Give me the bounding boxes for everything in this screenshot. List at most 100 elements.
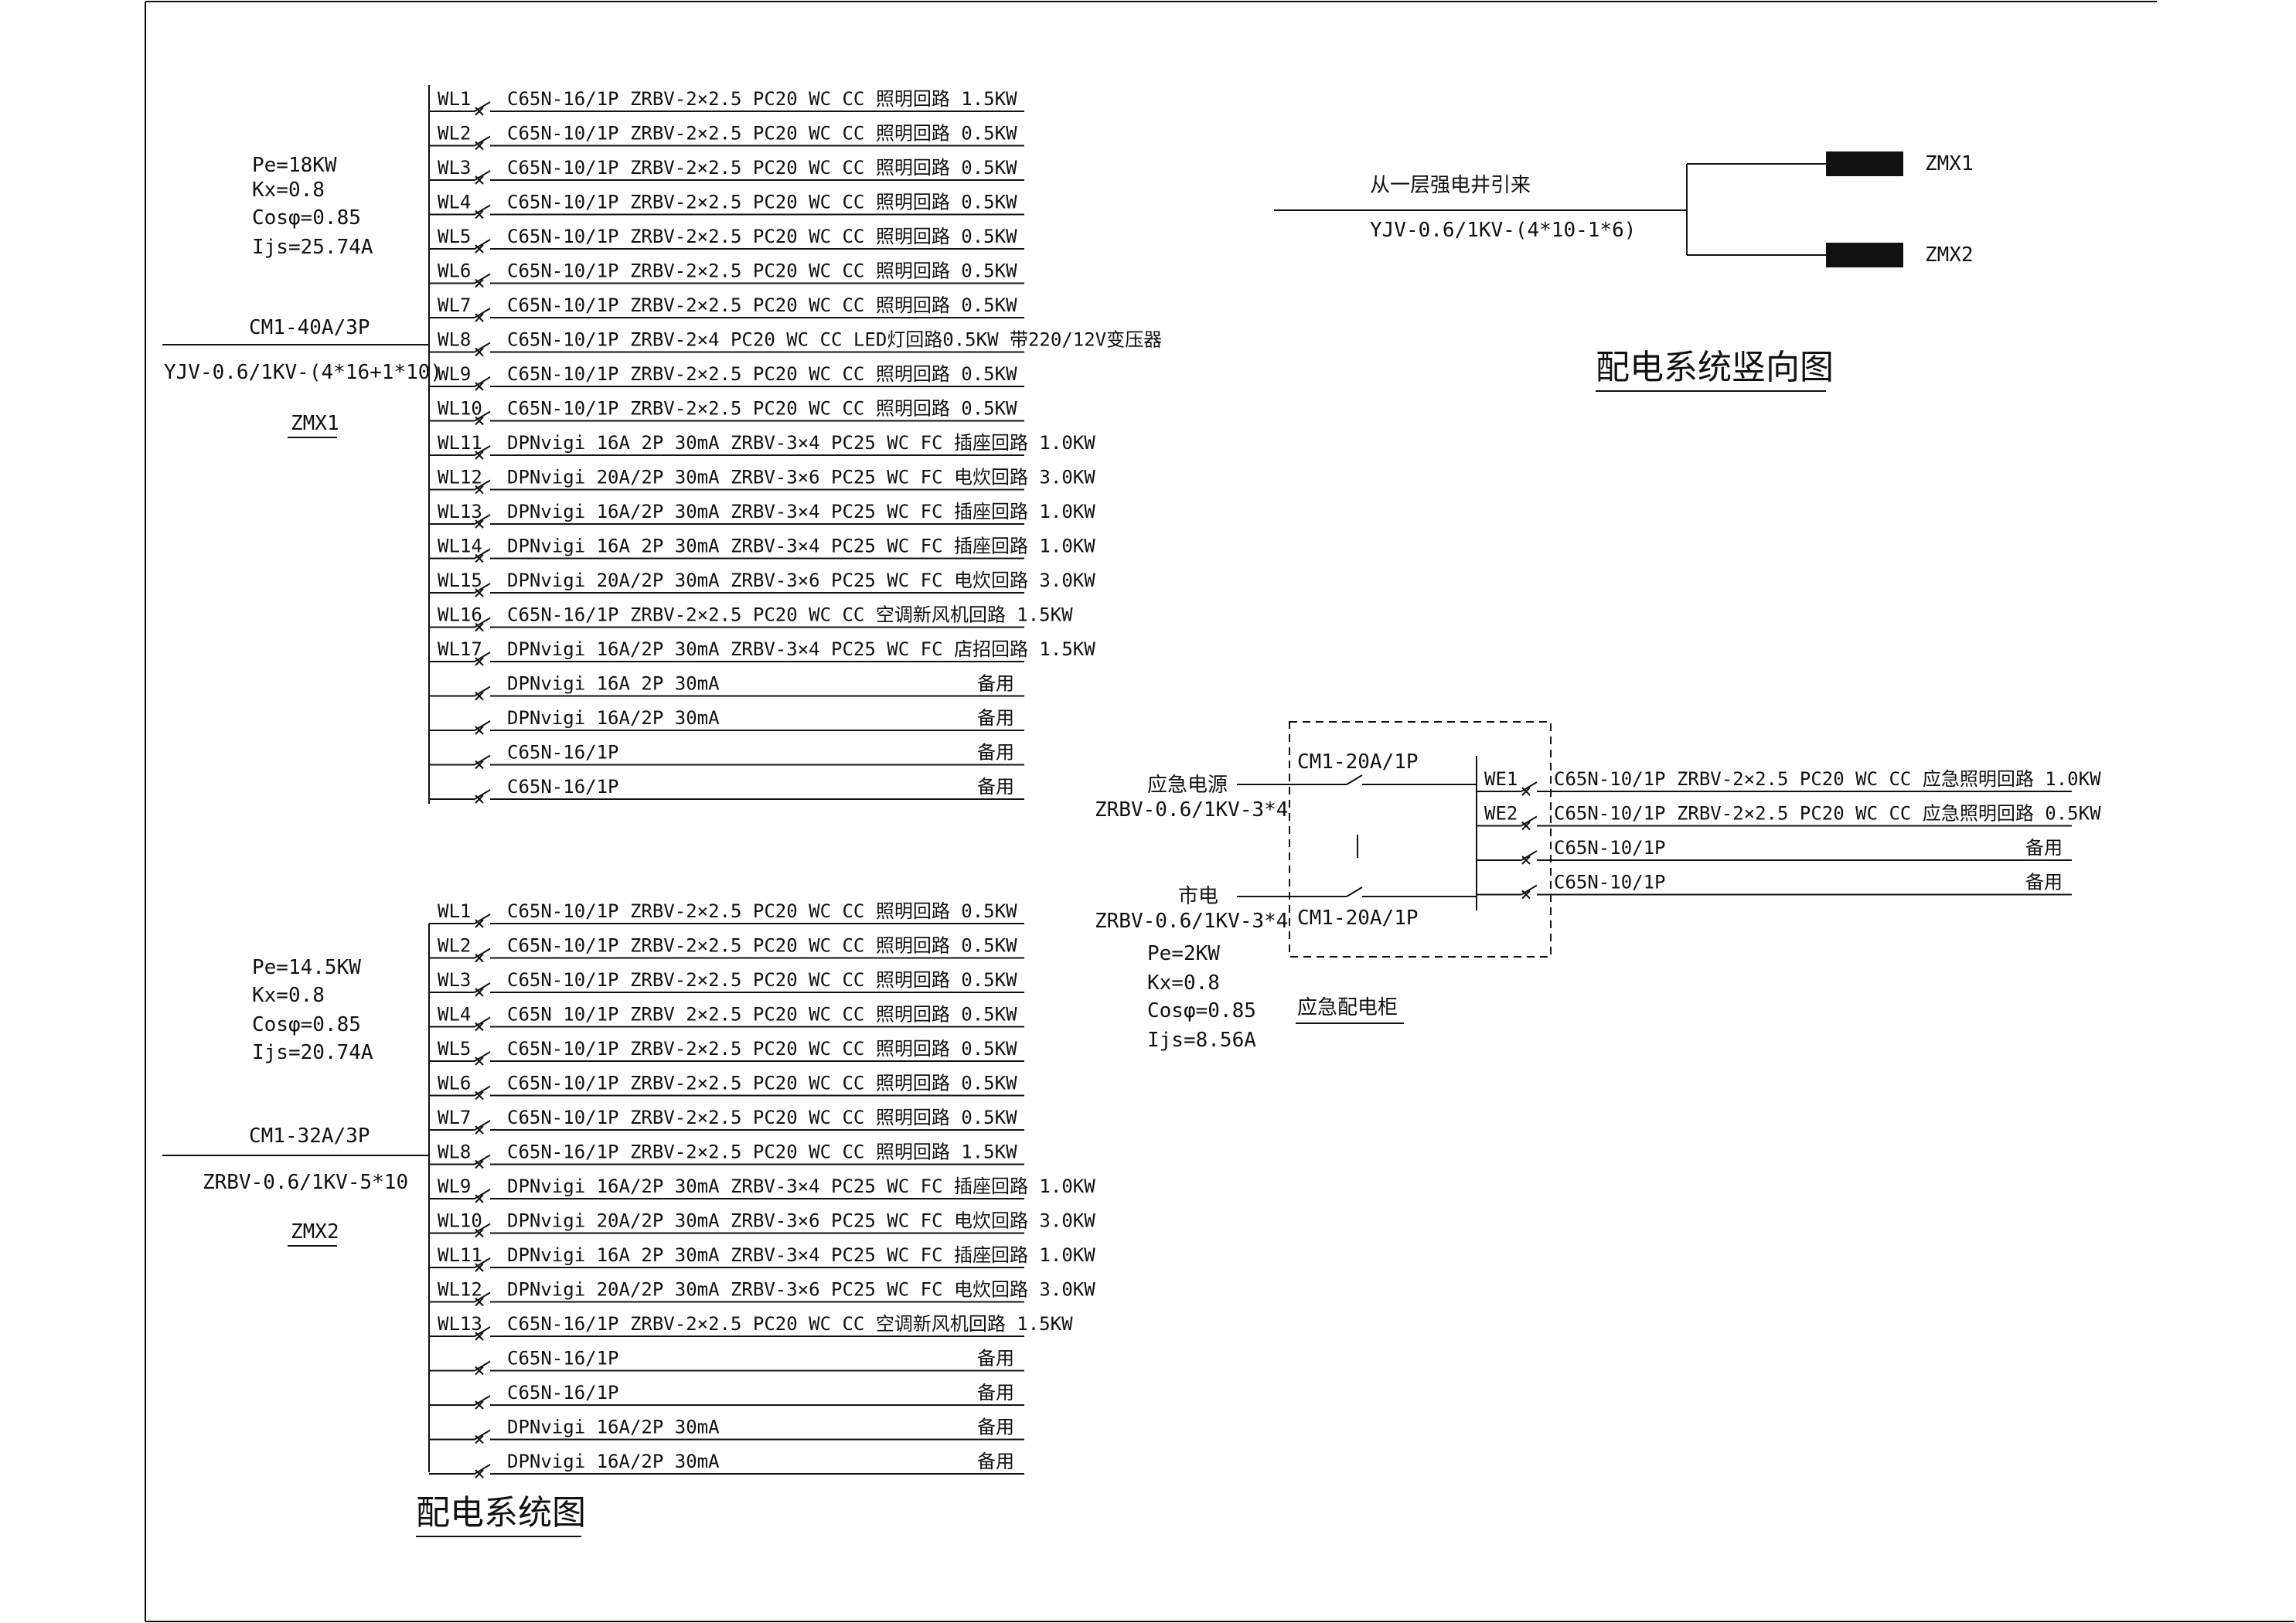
breaker-mark xyxy=(475,553,484,563)
mains-cable: ZRBV-0.6/1KV-3*4 xyxy=(1095,910,1288,933)
circuit-spec: C65N-16/1P ZRBV-2×2.5 PC20 WC CC 空调新风机回路… xyxy=(507,604,1073,626)
mains-label: 市电 xyxy=(1178,885,1218,908)
breaker-mark xyxy=(475,622,484,632)
breaker-mark xyxy=(475,519,484,529)
circuit-spec: C65N-10/1P ZRBV-2×2.5 PC20 WC CC 照明回路 0.… xyxy=(507,969,1017,991)
zmx1-kx: Kx=0.8 xyxy=(252,179,325,202)
circuit-spec: C65N-10/1P ZRBV-2×2.5 PC20 WC CC 照明回路 0.… xyxy=(507,1038,1017,1060)
circuit-spec: C65N-16/1P xyxy=(507,1382,619,1404)
circuit-spec: C65N-10/1P ZRBV-2×2.5 PC20 WC CC 照明回路 0.… xyxy=(507,398,1017,420)
switch-contact xyxy=(474,617,491,628)
switch-contact xyxy=(474,445,491,456)
mains-contact xyxy=(1346,886,1363,897)
breaker-mark xyxy=(475,244,484,253)
circuit-spec: C65N-10/1P ZRBV-2×2.5 PC20 WC CC 照明回路 0.… xyxy=(507,1073,1017,1094)
circuit-id: WL13 xyxy=(438,501,482,522)
emergency-source-label: 应急电源 xyxy=(1147,774,1228,797)
switch-contact xyxy=(474,342,491,353)
breaker-mark xyxy=(475,1469,484,1478)
switch-contact xyxy=(474,410,491,422)
circuit-spec: C65N-10/1P ZRBV-2×2.5 PC20 WC CC 照明回路 0.… xyxy=(507,192,1017,213)
circuit-row: WL9 C65N-10/1P ZRBV-2×2.5 PC20 WC CC 照明回路… xyxy=(429,363,1024,391)
circuit-spec: C65N-16/1P xyxy=(507,742,619,764)
breaker-mark xyxy=(475,485,484,495)
circuit-row: C65N-16/1P 备用 xyxy=(429,1348,1024,1376)
switch-contact xyxy=(474,170,491,181)
circuit-spec: DPNvigi 16A/2P 30mA xyxy=(507,1417,720,1438)
spare-label: 备用 xyxy=(977,1382,1014,1404)
breaker-mark xyxy=(475,313,484,322)
circuit-spec: C65N-10/1P ZRBV-2×2.5 PC20 WC CC 照明回路 0.… xyxy=(507,260,1017,282)
circuit-id: WL16 xyxy=(438,604,482,626)
zmx1-cable: YJV-0.6/1KV-(4*16+1*10) xyxy=(164,361,442,384)
spare-label: 备用 xyxy=(977,1348,1014,1370)
circuit-spec: C65N-10/1P ZRBV-2×2.5 PC20 WC CC 应急照明回路 … xyxy=(1554,768,2101,790)
riser-diagram: 从一层强电井引来 YJV-0.6/1KV-(4*10-1*6) ZMX1 ZMX… xyxy=(1274,151,1974,392)
breaker-mark xyxy=(475,278,484,288)
breaker-mark xyxy=(475,1332,484,1341)
circuit-row: WL5 C65N-10/1P ZRBV-2×2.5 PC20 WC CC 照明回路… xyxy=(429,1038,1024,1066)
circuit-spec: DPNvigi 20A/2P 30mA ZRBV-3×6 PC25 WC FC … xyxy=(507,467,1095,488)
switch-contact xyxy=(474,1291,491,1303)
zmx2-breaker: CM1-32A/3P xyxy=(249,1125,370,1148)
circuit-spec: C65N-10/1P ZRBV-2×4 PC20 WC CC LED灯回路0.5… xyxy=(507,329,1162,351)
circuit-id: WL6 xyxy=(438,1073,471,1094)
emergency-switch-box xyxy=(1289,721,1552,958)
breaker-mark xyxy=(475,347,484,357)
breaker-mark xyxy=(1521,821,1531,831)
switch-contact xyxy=(474,1223,491,1234)
circuit-id: WL1 xyxy=(438,900,471,922)
circuit-id: WL5 xyxy=(438,1038,471,1060)
switch-contact xyxy=(474,1326,491,1337)
circuit-spec: C65N-10/1P ZRBV-2×2.5 PC20 WC CC 照明回路 0.… xyxy=(507,900,1017,922)
emergency-ijs: Ijs=8.56A xyxy=(1147,1029,1256,1052)
circuit-id: WL3 xyxy=(438,157,471,179)
circuit-id: WL9 xyxy=(438,363,471,385)
zmx2-cos: Cosφ=0.85 xyxy=(252,1013,361,1036)
breaker-mark xyxy=(475,1194,484,1203)
circuit-id: WL7 xyxy=(438,294,471,316)
switch-contact xyxy=(474,239,491,250)
circuit-id: WL7 xyxy=(438,1107,471,1128)
zmx2-box xyxy=(1826,243,1903,267)
spare-label: 备用 xyxy=(977,1417,1014,1438)
breaker-mark xyxy=(475,451,484,460)
switch-contact xyxy=(474,1429,491,1441)
circuit-spec: DPNvigi 16A/2P 30mA ZRBV-3×4 PC25 WC FC … xyxy=(507,501,1095,522)
circuit-spec: C65N-10/1P ZRBV-2×2.5 PC20 WC CC 照明回路 0.… xyxy=(507,363,1017,385)
circuit-id: WL1 xyxy=(438,88,471,110)
emergency-panel-title: 应急配电柜 xyxy=(1297,996,1398,1019)
circuit-spec: DPNvigi 20A/2P 30mA ZRBV-3×6 PC25 WC FC … xyxy=(507,1279,1095,1301)
circuit-spec: DPNvigi 16A/2P 30mA xyxy=(507,1451,720,1472)
breaker-mark xyxy=(475,988,484,997)
circuit-row: WL1 C65N-10/1P ZRBV-2×2.5 PC20 WC CC 照明回路… xyxy=(429,900,1024,928)
emergency-pe: Pe=2KW xyxy=(1147,942,1220,965)
riser-source: 从一层强电井引来 xyxy=(1370,174,1531,197)
zmx1-circuits: WL1 C65N-16/1P ZRBV-2×2.5 PC20 WC CC 照明回路… xyxy=(429,88,1162,804)
circuit-id: WL11 xyxy=(438,432,482,454)
breaker-mark xyxy=(475,1400,484,1410)
circuit-spec: C65N-16/1P ZRBV-2×2.5 PC20 WC CC 照明回路 1.… xyxy=(507,88,1017,110)
breaker-mark xyxy=(475,1091,484,1101)
circuit-spec: DPNvigi 16A 2P 30mA ZRBV-3×4 PC25 WC FC … xyxy=(507,536,1095,557)
zmx1-box xyxy=(1826,151,1903,176)
switch-contact xyxy=(474,101,491,112)
emergency-breaker-bottom: CM1-20A/1P xyxy=(1297,907,1419,930)
circuit-spec: C65N-16/1P xyxy=(507,1348,619,1370)
spare-label: 备用 xyxy=(2025,837,2063,859)
circuit-spec: C65N-10/1P xyxy=(1554,872,1666,893)
